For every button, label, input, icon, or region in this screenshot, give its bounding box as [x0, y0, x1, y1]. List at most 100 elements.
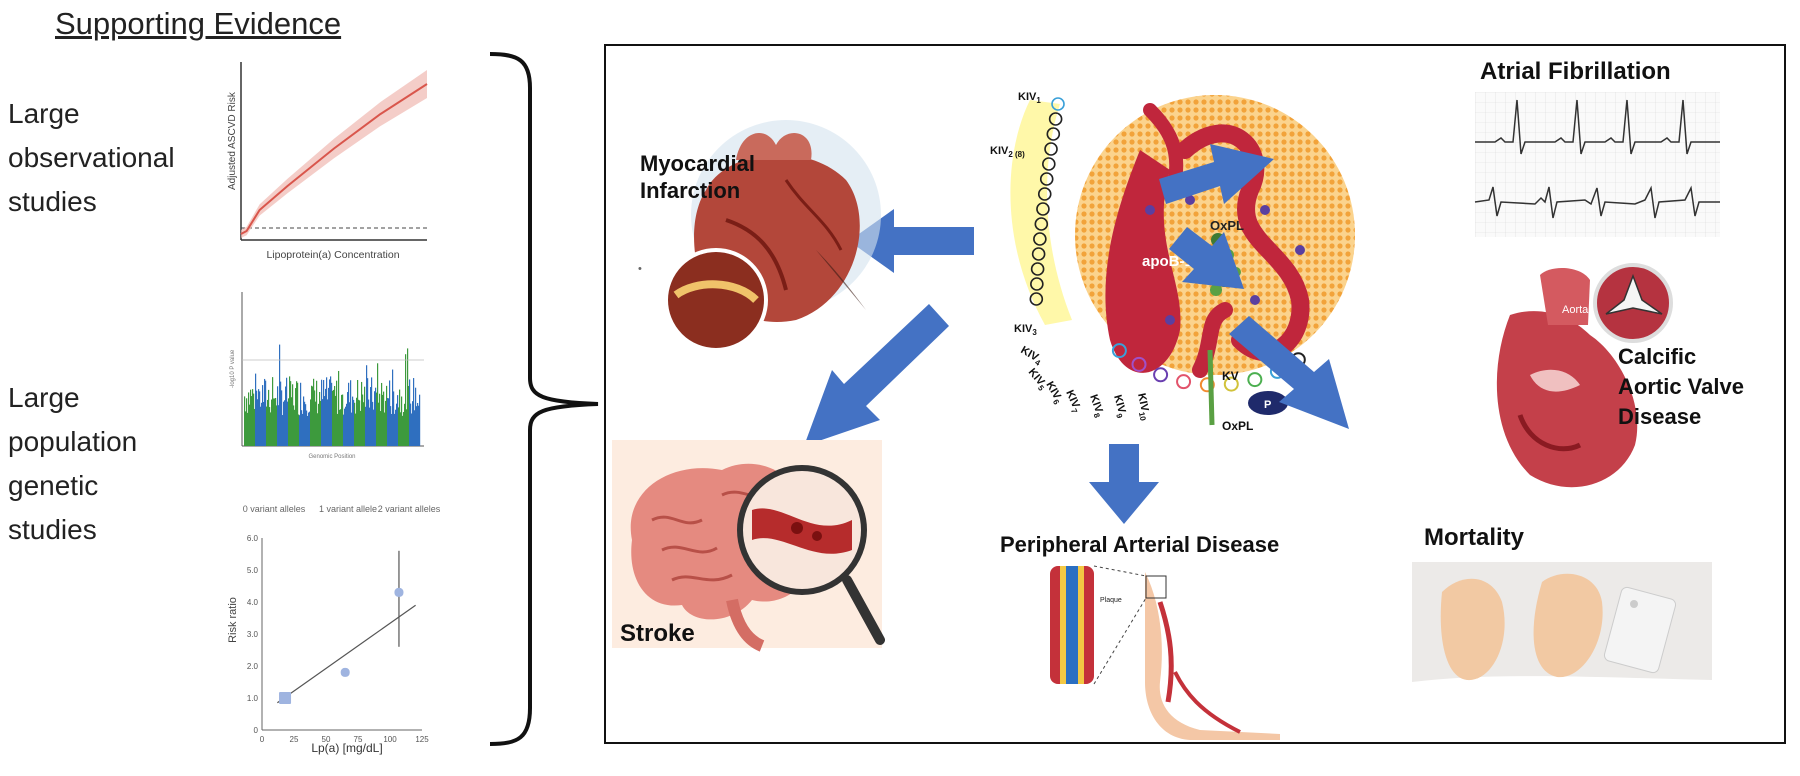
manhattan-column — [333, 389, 335, 446]
oxpl-label-top: OxPL — [1210, 218, 1244, 233]
manhattan-column — [331, 382, 333, 446]
manhattan-column — [302, 413, 304, 446]
manhattan-column — [405, 354, 407, 446]
manhattan-column — [395, 409, 397, 446]
manhattan-column — [255, 373, 257, 446]
manhattan-column — [306, 410, 308, 446]
manhattan-column — [418, 405, 420, 446]
manhattan-column — [376, 392, 378, 446]
mi-label-line-2: Infarction — [640, 178, 741, 203]
y-axis-label: Risk ratio — [227, 597, 239, 643]
x-tick-label: 125 — [415, 735, 429, 744]
manhattan-column — [374, 391, 376, 446]
manhattan-column — [377, 363, 379, 446]
ecg-trace-bottom — [1474, 185, 1720, 219]
manhattan-column — [345, 406, 347, 446]
manhattan-column — [285, 386, 287, 446]
manhattan-column — [273, 398, 275, 446]
observational-line-1: Large — [8, 98, 80, 129]
genetic-label: Large population genetic studies — [8, 376, 137, 552]
manhattan-column — [312, 386, 314, 446]
manhattan-column — [419, 394, 421, 446]
manhattan-column — [336, 380, 338, 446]
manhattan-column — [392, 369, 394, 446]
manhattan-column — [277, 386, 279, 446]
arrow-to-stroke — [804, 304, 949, 446]
manhattan-column — [399, 389, 401, 446]
genetic-line-2: population — [8, 426, 138, 457]
manhattan-column — [401, 396, 403, 446]
kringle-coil — [1153, 367, 1169, 383]
manhattan-column — [398, 407, 400, 446]
cavd-label-line-1: Calcific — [1618, 344, 1697, 369]
manhattan-column — [244, 396, 246, 446]
manhattan-column — [349, 402, 351, 446]
manhattan-column — [294, 409, 296, 446]
manhattan-column — [315, 401, 317, 446]
apob-blob — [1105, 150, 1181, 373]
manhattan-column — [320, 400, 322, 446]
manhattan-column — [348, 382, 350, 446]
x-tick-label: 0 — [260, 735, 265, 744]
ecg-strip — [1474, 92, 1720, 237]
manhattan-column — [339, 409, 341, 446]
x-tick-label: 75 — [354, 735, 363, 744]
manhattan-column — [293, 405, 295, 446]
manhattan-column — [324, 396, 326, 446]
manhattan-column — [381, 382, 383, 446]
manhattan-column — [368, 399, 370, 446]
manhattan-column — [269, 407, 271, 446]
p-label: P — [1264, 399, 1271, 411]
manhattan-column — [326, 377, 328, 446]
manhattan-column — [351, 412, 353, 446]
manhattan-column — [375, 387, 377, 446]
manhattan-column — [396, 403, 398, 446]
data-points — [277, 550, 416, 704]
manhattan-column — [364, 386, 366, 446]
arrow-to-mortality — [1229, 316, 1349, 429]
manhattan-column — [289, 376, 291, 446]
observational-line-3: studies — [8, 186, 97, 217]
manhattan-column — [402, 415, 404, 446]
manhattan-column — [256, 390, 258, 446]
manhattan-column — [283, 401, 285, 446]
y-tick-label: 5.0 — [247, 566, 259, 575]
mortality-illustration — [1412, 562, 1712, 712]
manhattan-column — [360, 410, 362, 446]
manhattan-column — [373, 409, 375, 446]
manhattan-column — [412, 401, 414, 446]
manhattan-column — [281, 390, 283, 446]
manhattan-plot: -log10 P value Genomic Position — [230, 292, 424, 460]
manhattan-column — [309, 411, 311, 446]
y-tick-label: 6.0 — [247, 534, 259, 543]
arrow-to-af — [1159, 144, 1274, 204]
kv-label: KV — [1222, 369, 1239, 383]
manhattan-column — [323, 380, 325, 446]
manhattan-column — [346, 403, 348, 446]
manhattan-column — [268, 389, 270, 446]
manhattan-column — [328, 387, 330, 446]
manhattan-column — [332, 390, 334, 446]
manhattan-column — [245, 411, 247, 446]
manhattan-column — [290, 381, 292, 446]
manhattan-column — [298, 414, 300, 446]
manhattan-column — [342, 394, 344, 446]
manhattan-column — [388, 398, 390, 446]
mi-label-line-1: Myocardial — [640, 151, 755, 176]
manhattan-column — [389, 380, 391, 446]
kringle-coil — [1247, 372, 1263, 388]
manhattan-column — [371, 377, 373, 446]
manhattan-column — [355, 413, 357, 446]
kringle-coil — [1042, 157, 1056, 171]
y-tick-label: 1.0 — [247, 694, 259, 703]
manhattan-column — [404, 403, 406, 446]
manhattan-column — [386, 385, 388, 446]
brain-illustration — [612, 440, 885, 652]
arrow-to-pad — [1089, 444, 1159, 524]
manhattan-column — [356, 397, 358, 446]
manhattan-column — [258, 389, 260, 446]
y-tick-label: 4.0 — [247, 598, 259, 607]
manhattan-column — [274, 398, 276, 446]
manhattan-column — [275, 397, 277, 446]
